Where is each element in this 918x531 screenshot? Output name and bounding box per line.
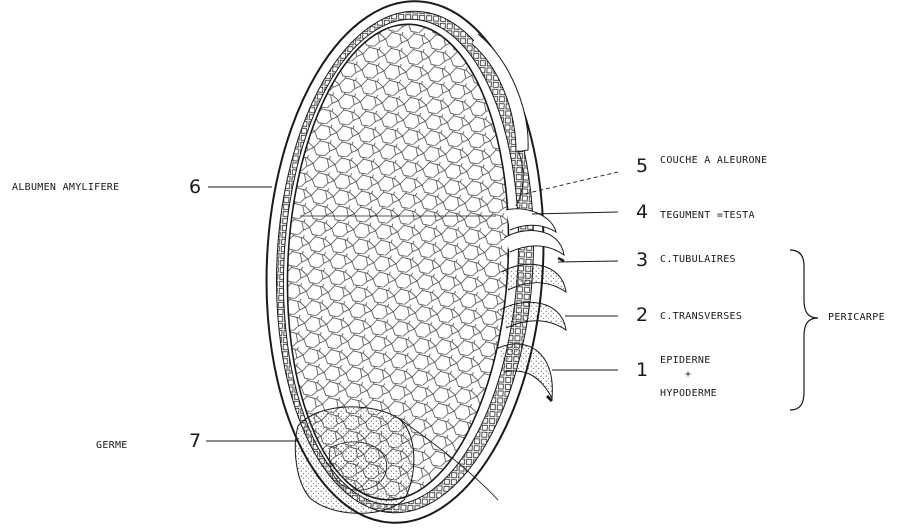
epiderne-label: EPIDERNE	[660, 355, 711, 366]
number-5: 5	[636, 155, 648, 177]
number-2: 2	[636, 304, 648, 326]
pericarpe-label: PERICARPE	[828, 312, 885, 323]
c-transverses-label: C.TRANSVERSES	[660, 311, 742, 322]
number-1: 1	[636, 359, 648, 381]
number-7: 7	[189, 430, 201, 452]
number-6: 6	[189, 176, 201, 198]
germe-label: GERME	[96, 440, 128, 451]
albumen-label: ALBUMEN AMYLIFERE	[12, 182, 119, 193]
c-tubulaires-label: C.TUBULAIRES	[660, 254, 736, 265]
number-3: 3	[636, 249, 648, 271]
number-4: 4	[636, 201, 648, 223]
tegument-label: TEGUMENT =TESTA	[660, 210, 755, 221]
hypoderne-label: HYPODERME	[660, 388, 717, 399]
plus-label: +	[685, 369, 691, 380]
pericarpe-brace	[790, 250, 818, 410]
couche-aleurone-label: COUCHE A ALEURONE	[660, 155, 767, 166]
